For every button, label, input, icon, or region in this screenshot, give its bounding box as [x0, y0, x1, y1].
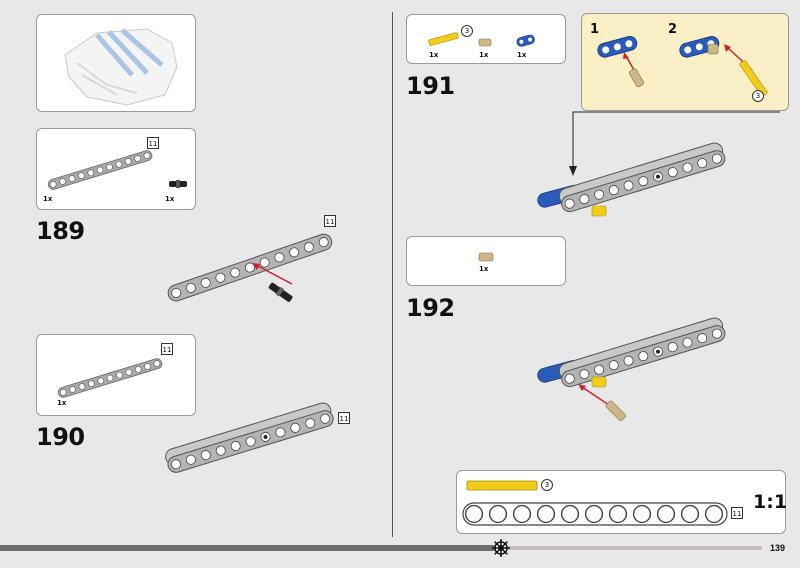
ruler-axle-length-label: 3 — [541, 479, 553, 491]
bush-quantity: 1x — [479, 51, 489, 59]
model-preview-image — [64, 28, 178, 106]
step-189-length-label: 11 — [324, 215, 336, 227]
step-192-parts-panel: 1x — [406, 236, 566, 286]
beam-quantity: 1x — [43, 195, 53, 203]
step-189-parts-panel: 11 1x 1x — [36, 128, 196, 210]
model-preview-panel — [36, 14, 196, 112]
step-number-192: 192 — [406, 294, 455, 322]
blue-beam-quantity: 1x — [517, 51, 527, 59]
bush-quantity: 1x — [479, 265, 489, 273]
callout-substep-1: 1 — [590, 22, 599, 37]
black-pin-part-icon — [169, 180, 187, 188]
pin-quantity: 1x — [165, 195, 175, 203]
axle-quantity: 1x — [429, 51, 439, 59]
tan-bush-part-icon — [478, 38, 492, 47]
step-191-parts-panel: 3 1x 1x 1x — [406, 14, 566, 64]
step-190-build-illustration — [165, 402, 334, 473]
step-191-build-illustration — [537, 111, 780, 217]
axle-length-label: 3 — [461, 25, 473, 37]
yellow-axle-part-icon — [428, 32, 459, 46]
progress-bar-remaining — [500, 546, 762, 550]
step-191-callout-panel: 1 2 3 — [581, 13, 789, 111]
beam-11-part-icon — [47, 150, 187, 190]
beam-quantity: 1x — [57, 399, 67, 407]
ruler-parts — [462, 480, 728, 526]
scale-ruler-panel: 3 11 1:1 — [456, 470, 788, 534]
callout-substep-2: 2 — [668, 22, 677, 37]
step-number-189: 189 — [36, 217, 85, 245]
step-190-length-label: 11 — [338, 412, 350, 424]
ruler-beam-length-label: 11 — [731, 507, 743, 519]
blue-beam-part-icon — [516, 34, 535, 47]
scale-label: 1:1 — [753, 491, 788, 513]
beam-length-label: 11 — [147, 137, 159, 149]
step-189-build-illustration — [167, 233, 333, 302]
page-number: 139 — [770, 543, 786, 553]
step-190-parts-panel: 11 1x — [36, 334, 196, 416]
callout-axle-length-label: 3 — [752, 90, 764, 102]
step-number-190: 190 — [36, 423, 85, 451]
callout-illustration — [597, 36, 768, 97]
step-number-191: 191 — [406, 72, 455, 100]
tan-bush-part-icon — [478, 252, 494, 262]
ruler-axle-3 — [466, 480, 538, 491]
progress-bar-filled — [0, 545, 500, 551]
beam-length-label: 11 — [161, 343, 173, 355]
ruler-beam-11 — [462, 502, 728, 526]
page-divider — [392, 12, 393, 537]
step-191-parts-icons — [428, 32, 535, 47]
beam-11-part-icon-2 — [57, 358, 163, 398]
progress-bar — [0, 539, 762, 557]
progress-marker-icon — [492, 539, 510, 557]
step-192-build-illustration — [537, 317, 726, 421]
